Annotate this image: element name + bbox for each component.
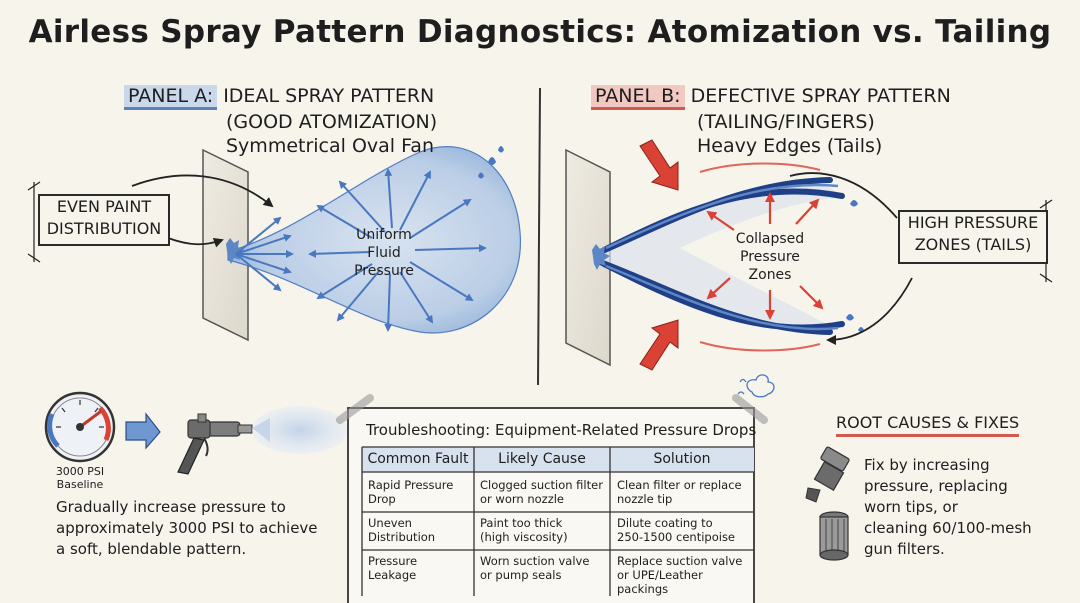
uniform-fluid-pressure-label: Uniform Fluid Pressure [354, 227, 414, 279]
panel-a-heading-2: (GOOD ATOMIZATION) [226, 111, 438, 133]
panel-a-pressure-arrows [235, 168, 487, 332]
panel-a-graphic [27, 146, 521, 342]
troubleshooting-table-frame [336, 394, 768, 603]
panel-b-heading-line-1: PANEL B: DEFECTIVE SPRAY PATTERN [591, 84, 951, 110]
panel-b-mist-cloud [746, 374, 775, 398]
table-header-common-fault: Common Fault [367, 451, 469, 467]
panel-a-heading-line-1: PANEL A: IDEAL SPRAY PATTERN [124, 84, 435, 110]
even-paint-distribution-label: EVEN PAINT DISTRIBUTION [38, 194, 170, 246]
panel-b-heading-1: DEFECTIVE SPRAY PATTERN [690, 85, 951, 107]
panel-a-heading-3: Symmetrical Oval Fan [226, 135, 434, 157]
table-header-likely-cause: Likely Cause [498, 451, 586, 467]
blue-arrow-icon [125, 412, 161, 450]
root-causes-text: Fix by increasing pressure, replacing wo… [864, 456, 1032, 558]
panel-a-board [202, 148, 249, 342]
panel-a-droplets [478, 146, 504, 179]
panel-b-nozzle-splat [592, 244, 610, 270]
panel-b-graphic [565, 139, 1053, 398]
panel-b-heading-3: Heavy Edges (Tails) [697, 135, 883, 157]
panel-divider [537, 87, 541, 386]
high-pressure-zones-label: HIGH PRESSURE ZONES (TAILS) [898, 210, 1048, 264]
panel-b-heading-2: (TAILING/FINGERS) [697, 111, 875, 133]
gauge-instructions: Gradually increase pressure to approxima… [56, 498, 318, 558]
panel-a-tag: PANEL A: [124, 85, 218, 110]
collapsed-pressure-zones-label: Collapsed Pressure Zones [735, 231, 805, 283]
gauge-graphic [44, 391, 348, 475]
page-title: Airless Spray Pattern Diagnostics: Atomi… [28, 14, 1052, 50]
panel-a-fan [227, 146, 521, 334]
panel-b-small-red-arrows [706, 192, 824, 320]
table-header-solution: Solution [653, 451, 711, 467]
nozzle-tip-icon [805, 446, 850, 503]
panel-b-big-red-arrows [639, 139, 679, 371]
spray-gun-icon [177, 413, 253, 475]
panel-b-board [565, 148, 611, 367]
spray-mist [252, 406, 348, 454]
panel-b-tag: PANEL B: [591, 85, 685, 110]
gauge-baseline-label: 3000 PSI Baseline [55, 465, 105, 491]
mesh-filter-icon [819, 511, 849, 561]
root-causes-heading: ROOT CAUSES & FIXES [836, 413, 1020, 437]
panel-a-nozzle-splat [226, 238, 244, 264]
table-cell: Paint too thick(high viscosity) [480, 516, 568, 544]
table-title: Troubleshooting: Equipment-Related Press… [366, 421, 757, 439]
panel-a-heading-1: IDEAL SPRAY PATTERN [223, 85, 435, 107]
